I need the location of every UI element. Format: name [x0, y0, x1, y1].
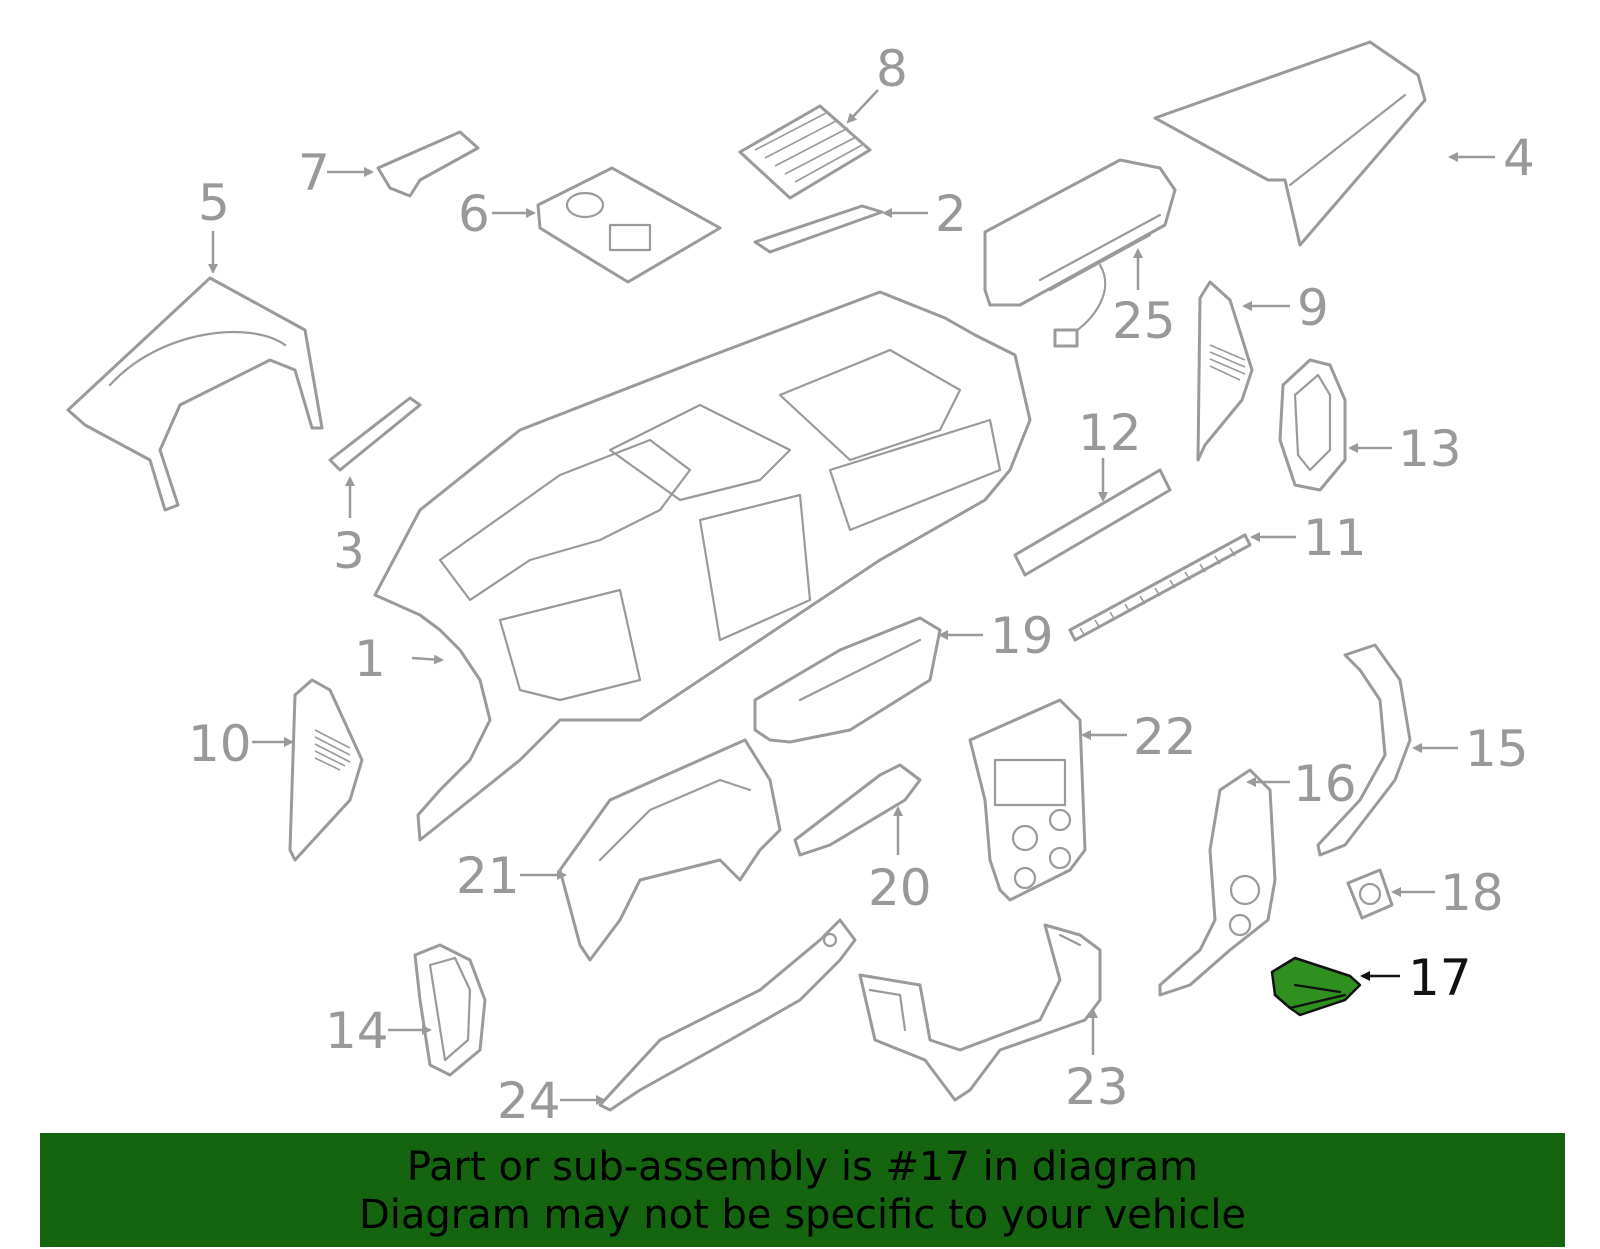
banner-line-1: Part or sub-assembly is #17 in diagram [406, 1144, 1199, 1190]
callout-11: 11 [1303, 509, 1367, 567]
part-3-trim-strip[interactable] [328, 396, 422, 472]
part-16-trim-panel[interactable] [1158, 768, 1277, 997]
callout-1: 1 [354, 630, 386, 688]
arrow-8 [846, 89, 879, 124]
callout-10: 10 [188, 715, 252, 773]
callout-22: 22 [1133, 708, 1197, 766]
part-18-switch[interactable] [1346, 868, 1394, 920]
part-19-bezel[interactable] [753, 616, 942, 744]
part-23-lower-trim[interactable] [858, 923, 1102, 1102]
callout-20: 20 [868, 859, 932, 917]
part-10-vent-bezel[interactable] [288, 678, 364, 862]
part-2-strip[interactable] [753, 204, 884, 254]
callout-16: 16 [1293, 755, 1357, 813]
callout-arrows [208, 89, 1495, 1105]
callout-9: 9 [1297, 279, 1329, 337]
part-12-trim-panel[interactable] [1013, 468, 1172, 577]
part-22-center-bezel[interactable] [968, 698, 1087, 902]
part-5-cluster-hood[interactable] [66, 276, 324, 512]
part-21-lower-panel[interactable] [558, 738, 782, 962]
callout-7: 7 [298, 144, 330, 202]
part-6-tray[interactable] [536, 166, 722, 284]
callout-3: 3 [333, 522, 365, 580]
callout-8: 8 [876, 40, 908, 98]
callout-21: 21 [456, 847, 520, 905]
banner-line-2: Diagram may not be specific to your vehi… [358, 1192, 1247, 1238]
part-1-instrument-panel[interactable] [373, 290, 1032, 842]
callout-5: 5 [198, 174, 230, 232]
part-9-side-panel[interactable] [1196, 280, 1254, 462]
part-25-airbag[interactable] [983, 158, 1177, 348]
part-8-speaker-grille[interactable] [738, 104, 872, 200]
callout-2: 2 [935, 185, 967, 243]
callout-19: 19 [990, 607, 1054, 665]
part-11-seal-strip[interactable] [1068, 533, 1252, 642]
arrow-1 [411, 654, 444, 665]
callout-17: 17 [1408, 949, 1472, 1007]
callout-23: 23 [1065, 1058, 1129, 1116]
part-17-highlighted-bracket[interactable] [1270, 956, 1362, 1017]
callout-24: 24 [497, 1072, 561, 1130]
callout-6: 6 [458, 185, 490, 243]
callout-13: 13 [1398, 420, 1462, 478]
callout-labels: 1 2 3 4 5 6 7 8 9 10 11 12 13 14 15 16 1… [188, 40, 1535, 1130]
part-20-handle[interactable] [793, 763, 922, 857]
part-24-glove-box[interactable] [598, 918, 857, 1112]
callout-14: 14 [325, 1002, 389, 1060]
part-15-trim[interactable] [1316, 643, 1412, 857]
callout-25: 25 [1112, 292, 1176, 350]
part-14-vent-bezel[interactable] [413, 943, 487, 1077]
part-13-vent-bezel[interactable] [1278, 358, 1347, 492]
callout-18: 18 [1440, 864, 1504, 922]
callout-4: 4 [1503, 129, 1535, 187]
part-4-top-cover[interactable] [1153, 40, 1427, 247]
callout-15: 15 [1465, 720, 1529, 778]
part-7-bezel[interactable] [376, 130, 480, 198]
info-banner: Part or sub-assembly is #17 in diagram D… [40, 1133, 1565, 1247]
callout-12: 12 [1078, 404, 1142, 462]
